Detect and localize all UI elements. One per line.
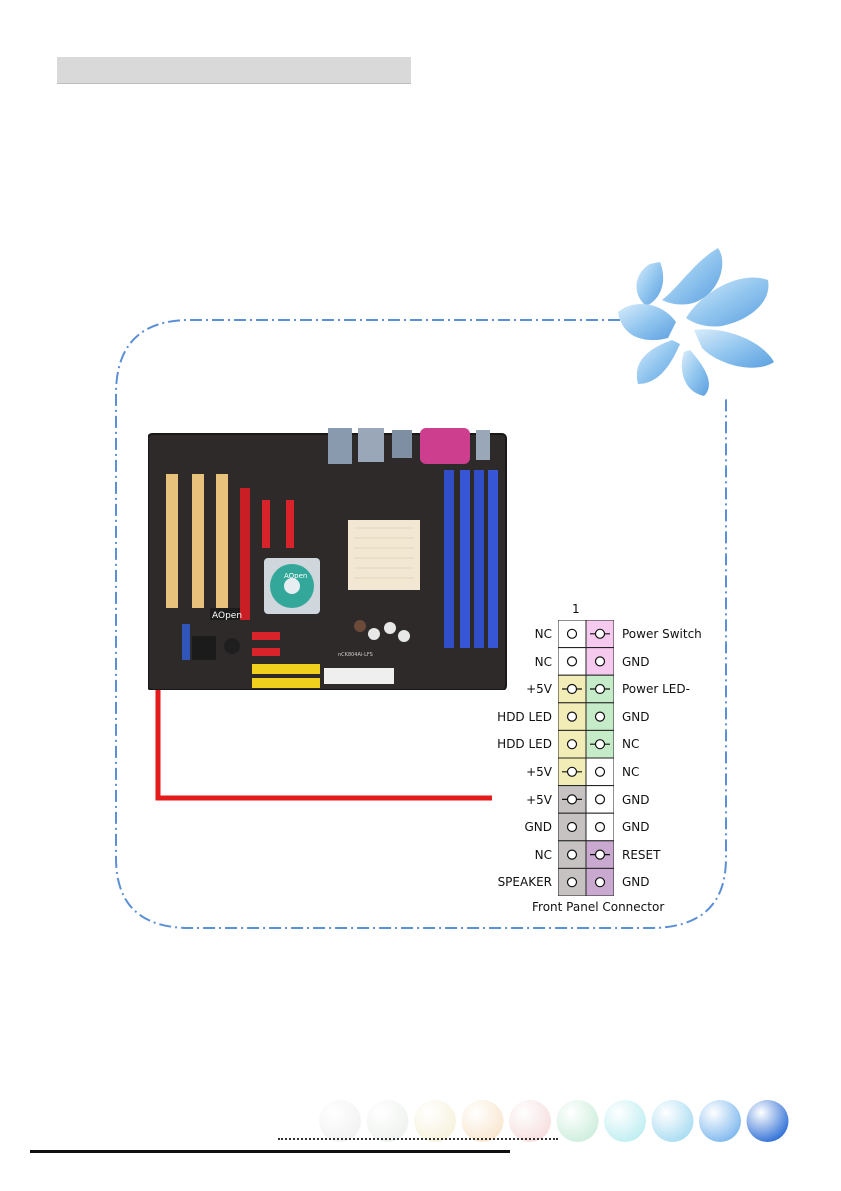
left-pin-label: SPEAKER [474, 875, 552, 889]
pin-one-label: 1 [572, 602, 580, 616]
left-pin-label: NC [474, 627, 552, 641]
connector-pins [558, 620, 614, 896]
footer-orb [367, 1100, 409, 1142]
flower-icon [618, 248, 774, 396]
right-pin [596, 795, 605, 804]
right-pin [596, 878, 605, 887]
right-pin [596, 767, 605, 776]
left-pin-label: GND [474, 820, 552, 834]
left-pin [568, 823, 577, 832]
footer-orb [557, 1100, 599, 1142]
right-pin-label: GND [622, 655, 650, 669]
footer-orb [319, 1100, 361, 1142]
footer-orb [699, 1100, 741, 1142]
footer-orb [414, 1100, 456, 1142]
left-pin [568, 629, 577, 638]
right-pin [596, 712, 605, 721]
connector-caption: Front Panel Connector [532, 900, 664, 914]
left-pin [568, 712, 577, 721]
footer-rule [30, 1150, 510, 1153]
right-pin-label: Power Switch [622, 627, 702, 641]
left-pin [568, 850, 577, 859]
fan-label: AOpen [284, 572, 307, 580]
right-pin-label: RESET [622, 848, 660, 862]
left-pin-label: +5V [474, 682, 552, 696]
right-pin [596, 629, 605, 638]
right-pin-label: GND [622, 875, 650, 889]
left-pin-label: NC [474, 848, 552, 862]
footer-orb [747, 1100, 789, 1142]
left-pin [568, 740, 577, 749]
left-pin-label: +5V [474, 793, 552, 807]
left-pin-label: HDD LED [474, 710, 552, 724]
left-pin [568, 878, 577, 887]
left-pin [568, 795, 577, 804]
right-pin [596, 850, 605, 859]
footer-orb [652, 1100, 694, 1142]
footer-orb [604, 1100, 646, 1142]
footer-orb [509, 1100, 551, 1142]
right-pin-label: NC [622, 765, 639, 779]
right-pin-label: NC [622, 737, 639, 751]
footer-orb [462, 1100, 504, 1142]
motherboard-image: AOpen AOpen nCK804Ai-LFS [148, 428, 508, 690]
model-label: nCK804Ai-LFS [338, 652, 373, 658]
left-pin [568, 685, 577, 694]
left-pin-label: +5V [474, 765, 552, 779]
right-pin-label: GND [622, 820, 650, 834]
left-pin [568, 767, 577, 776]
left-pin-label: HDD LED [474, 737, 552, 751]
right-pin-label: GND [622, 793, 650, 807]
brand-logo: AOpen [212, 611, 242, 621]
right-pin [596, 740, 605, 749]
footer-dotted-rule [278, 1138, 558, 1140]
left-pin-label: NC [474, 655, 552, 669]
right-pin [596, 685, 605, 694]
right-pin-label: Power LED- [622, 682, 690, 696]
right-pin-label: GND [622, 710, 650, 724]
left-pin [568, 657, 577, 666]
right-pin [596, 657, 605, 666]
right-pin [596, 823, 605, 832]
